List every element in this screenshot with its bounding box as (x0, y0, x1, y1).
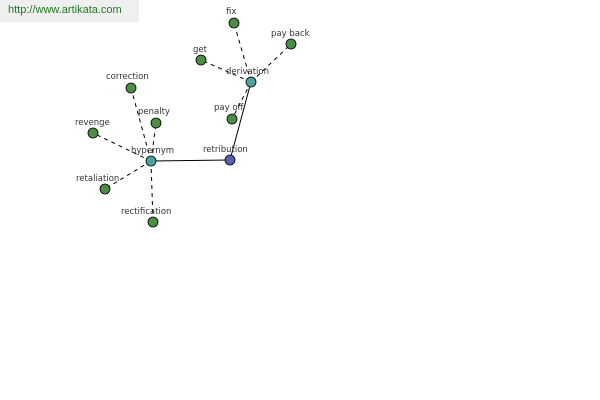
edge-derivation-get (200, 59, 252, 83)
edge-hypernym-revenge (92, 132, 152, 162)
edge-hypernym-penalty (150, 122, 157, 162)
node-penalty[interactable] (150, 117, 162, 129)
node-derivation[interactable] (245, 76, 257, 88)
edge-retribution-derivation (229, 81, 252, 161)
edges-layer (92, 22, 292, 223)
node-label-derivation: derivation (226, 67, 269, 77)
edge-derivation-pay-off (231, 81, 252, 120)
nodes-layer: retribution hypernym derivation correction p… (75, 7, 310, 228)
node-revenge[interactable] (87, 127, 99, 139)
node-label-revenge: revenge (75, 118, 110, 128)
node-label-retaliation: retaliation (76, 174, 119, 184)
node-label-correction: correction (106, 72, 149, 82)
node-label-fix: fix (226, 7, 236, 17)
node-retaliation[interactable] (99, 183, 111, 195)
node-fix[interactable] (228, 17, 240, 29)
edge-retribution-hypernym (150, 159, 231, 162)
node-label-get: get (193, 45, 208, 55)
edge-derivation-pay-back (250, 43, 292, 83)
node-label-hypernym: hypernym (131, 146, 174, 156)
node-label-pay-back: pay back (271, 29, 310, 39)
site-url-banner[interactable]: http://www.artikata.com (0, 0, 139, 22)
node-rectification[interactable] (147, 216, 159, 228)
node-pay-back[interactable] (285, 38, 297, 50)
node-label-retribution: retribution (203, 145, 248, 155)
node-pay-off[interactable] (226, 113, 238, 125)
node-get[interactable] (195, 54, 207, 66)
node-label-pay-off: pay off (214, 103, 245, 113)
node-label-rectification: rectification (121, 207, 171, 217)
node-correction[interactable] (125, 82, 137, 94)
edge-hypernym-retaliation (104, 160, 152, 190)
node-label-penalty: penalty (138, 107, 170, 117)
edge-hypernym-rectification (150, 160, 154, 223)
edge-derivation-fix (233, 22, 252, 83)
node-retribution[interactable] (224, 154, 236, 166)
node-hypernym[interactable] (145, 155, 157, 167)
